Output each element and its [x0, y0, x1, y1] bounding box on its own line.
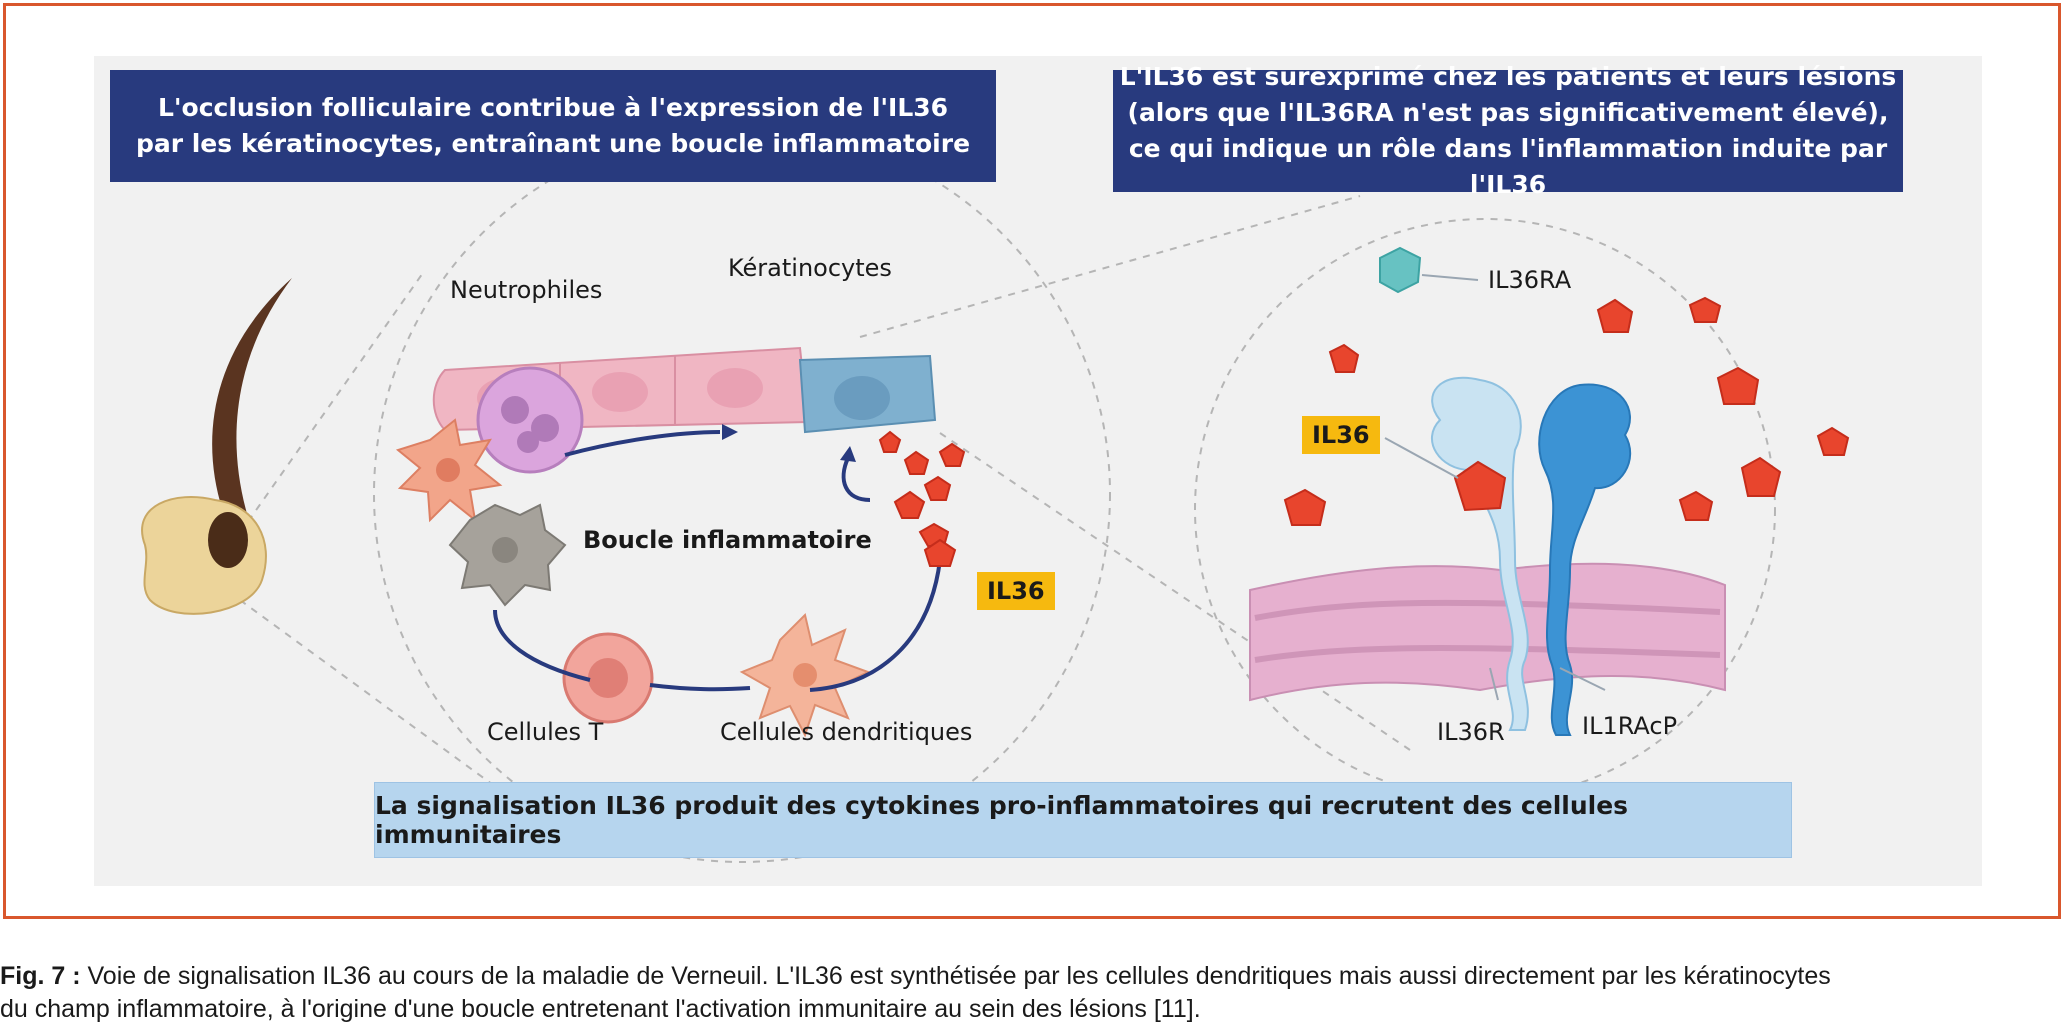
caption-line-1: Voie de signalisation IL36 au cours de l…	[80, 962, 1831, 990]
label-boucle-inflammatoire: Boucle inflammatoire	[583, 526, 872, 554]
figure-caption: Fig. 7 : Voie de signalisation IL36 au c…	[0, 960, 2067, 1026]
illustration-panel	[94, 56, 1982, 886]
il36-cytokines-left	[878, 430, 966, 567]
label-il1racp: IL1RAcP	[1582, 712, 1678, 740]
occlusion-callout: L'occlusion folliculaire contribue à l'e…	[110, 70, 996, 182]
label-il36r: IL36R	[1437, 718, 1505, 746]
occlusion-callout-line-2: par les kératinocytes, entraînant une bo…	[135, 129, 971, 158]
cell-membrane	[1249, 562, 1726, 702]
inflammatory-loop-arrows	[493, 424, 942, 692]
caption-line-2: du champ inflammatoire, à l'origine d'un…	[0, 995, 1201, 1023]
t-cell	[562, 632, 654, 724]
label-keratinocytes: Kératinocytes	[728, 254, 892, 282]
overexpression-callout-line-2: (alors que l'IL36RA n'est pas significat…	[1127, 98, 1889, 127]
pointer-lines	[1384, 437, 1606, 701]
caption-prefix: Fig. 7 :	[0, 962, 81, 990]
label-il36ra: IL36RA	[1488, 266, 1572, 294]
illustration-art	[141, 125, 1850, 863]
label-cellules-t: Cellules T	[487, 718, 604, 746]
zoom-circle-left	[373, 125, 1111, 863]
overexpression-callout-line-3: ce qui indique un rôle dans l'inflammati…	[1128, 134, 1888, 199]
connector-lines	[239, 195, 1411, 791]
tag-il36-right: IL36	[1302, 416, 1380, 454]
macrophage-cell	[448, 503, 567, 607]
il36-cytokines-right	[1283, 296, 1850, 526]
zoom-circle-right	[1194, 218, 1776, 800]
overexpression-callout: L'IL36 est surexprimé chez les patients …	[1113, 62, 1903, 199]
label-neutrophiles: Neutrophiles	[450, 276, 603, 304]
neutrophile-cell	[476, 366, 584, 474]
il36r-receptor	[1430, 376, 1529, 731]
signaling-callout: La signalisation IL36 produit des cytoki…	[374, 782, 1792, 858]
dendritic-cell-bottom	[739, 613, 871, 738]
il36ra-molecule	[1379, 246, 1479, 294]
tag-il36-left: IL36	[977, 572, 1055, 610]
occlusion-callout-line-1: L'occlusion folliculaire contribue à l'e…	[157, 93, 949, 122]
dendritic-cell-left	[395, 418, 503, 523]
label-cellules-dendritiques: Cellules dendritiques	[720, 718, 973, 746]
il1racp-receptor	[1538, 383, 1632, 736]
hair-follicle-graphic	[141, 278, 292, 615]
overexpression-callout-line-1: L'IL36 est surexprimé chez les patients …	[1119, 62, 1897, 91]
